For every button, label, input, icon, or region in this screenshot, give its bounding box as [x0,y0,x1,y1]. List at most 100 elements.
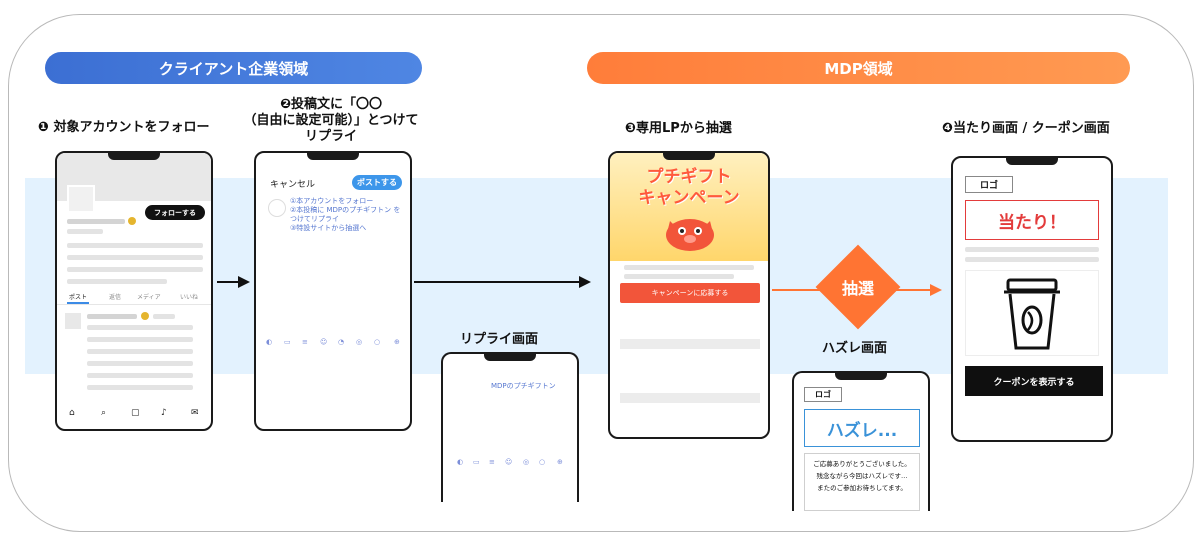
progress-icon: ○ [374,338,381,346]
flow-arrow-line [217,281,239,283]
logo-box: ロゴ [965,176,1013,193]
win-text-line [965,247,1099,252]
emoji-icon[interactable]: ☺ [505,458,513,466]
lp-text-line [624,265,754,270]
step-2-line-2: （自由に設定可能）」とつけて [243,113,419,128]
lose-message-line-3: またのご参加お待ちしてます。 [817,484,907,492]
post-line-2: ②本投稿に MDPのプチギフトン をつけてリプライ [290,206,401,223]
post-text-line [87,349,193,354]
add-icon[interactable]: ⊕ [557,458,563,466]
flow-arrow-line [414,281,580,283]
step-2-line-3: リプライ [304,129,357,144]
avatar [67,185,95,213]
coffee-cup-icon [1004,278,1060,350]
win-headline: 当たり！ [965,200,1099,240]
add-icon[interactable]: ⊕ [394,338,400,346]
bell-icon[interactable]: ♪ [161,408,167,418]
step-3-label: ❸専用LPから抽選 [625,121,732,136]
verified-badge-icon [141,312,149,320]
phone-win-screen: ロゴ 当たり！ クーポンを表示する [951,156,1113,442]
post-name-line [87,314,137,319]
step-2-line-1: ❷投稿文に「〇〇 [279,97,382,112]
post-text-line [87,385,193,390]
lose-message-box: ご応募ありがとうございました。 残念ながら今回はハズレです… またのご参加お待ち… [804,453,920,511]
lose-screen-label: ハズレ画面 [822,341,888,356]
tab-posts[interactable]: ポスト [69,294,88,301]
verified-badge-icon [128,217,136,225]
phone-lose-screen: ロゴ ハズレ... ご応募ありがとうございました。 残念ながら今回はハズレです…… [792,371,930,511]
cancel-button[interactable]: キャンセル [270,180,316,190]
step-2-label: ❷投稿文に「〇〇 （自由に設定可能）」とつけて リプライ [226,97,436,145]
lose-message-line-2: 残念ながら今回はハズレです… [816,472,908,480]
step-4-label: ❹当たり画面 / クーポン画面 [942,121,1110,136]
mdp-region-header: MDP領域 [587,52,1130,84]
client-region-header: クライアント企業領域 [45,52,422,84]
phone-notch [663,153,715,160]
active-tab-indicator [67,302,89,304]
tab-media[interactable]: メディア [137,294,161,301]
campaign-title-line-1: プチギフト [646,167,732,187]
bio-line [67,279,167,284]
reply-text[interactable]: MDPのプチギフトン [491,382,556,390]
location-icon[interactable]: ◎ [523,458,530,466]
reply-screen-label: リプライ画面 [460,332,539,347]
post-button[interactable]: ポストする [352,175,402,190]
post-text-line [87,373,193,378]
post-text-line [87,325,193,330]
phone-notch [307,153,359,160]
tab-replies[interactable]: 返信 [109,294,122,301]
lottery-arrow-head [930,284,942,296]
location-icon[interactable]: ◎ [356,338,363,346]
flow-arrow-head [579,276,591,288]
poll-icon[interactable]: ≡ [489,458,495,466]
post-body[interactable]: ①本アカウントをフォロー ②本投稿に MDPのプチギフトン をつけてリプライ ③… [290,197,402,233]
bio-line [67,267,203,272]
apply-campaign-button[interactable]: キャンペーンに応募する [620,283,760,303]
logo-box: ロゴ [804,387,842,402]
handle-line [67,229,103,234]
post-line-3: ③特設サイトから抽選へ [290,224,367,232]
phone-notch [484,354,536,361]
phone-post-compose: キャンセル ポストする ①本アカウントをフォロー ②本投稿に MDPのプチギフト… [254,151,412,431]
phone-follow: フォローする ポスト 返信 メディア いいね ⌂ ⌕ ▢ ♪ ✉ [55,151,213,431]
post-line-1: ①本アカウントをフォロー [290,197,374,205]
gif-icon[interactable]: ▭ [473,458,480,466]
bio-line [67,255,203,260]
lose-message-line-1: ご応募ありがとうございました。 [813,460,911,468]
lottery-label: 抽選 [841,279,874,298]
tab-likes[interactable]: いいね [180,294,199,301]
mail-icon[interactable]: ✉ [191,408,199,418]
post-text-line [87,361,193,366]
coupon-image-box [965,270,1099,356]
name-line [67,219,125,224]
post-avatar [65,313,81,329]
search-icon[interactable]: ⌕ [101,408,107,418]
bio-line [67,243,203,248]
show-coupon-button[interactable]: クーポンを表示する [965,366,1103,396]
campaign-title: プチギフト キャンペーン [610,167,768,209]
schedule-icon[interactable]: ◔ [338,338,345,346]
phone-notch [1006,158,1058,165]
gif-icon[interactable]: ▭ [284,338,291,346]
campaign-title-line-2: キャンペーン [638,188,740,208]
phone-landing-page: プチギフト キャンペーン キャンペーンに応募する [608,151,770,439]
lp-text-line [624,274,734,279]
tab-divider [57,304,211,305]
flow-arrow-head [238,276,250,288]
compose-icon[interactable]: ▢ [131,408,140,418]
phone-reply-screen: MDPのプチギフトン ◐ ▭ ≡ ☺ ◎ ○ ⊕ [441,352,579,502]
emoji-icon[interactable]: ☺ [320,338,328,346]
phone-notch [835,373,887,380]
lp-placeholder-block [620,339,760,349]
phone-notch [108,153,160,160]
follow-button[interactable]: フォローする [145,205,205,220]
media-icon[interactable]: ◐ [266,338,273,346]
lp-placeholder-block [620,393,760,403]
composer-avatar [268,199,286,217]
mascot-icon [666,219,714,251]
home-icon[interactable]: ⌂ [69,408,75,418]
media-icon[interactable]: ◐ [457,458,464,466]
post-text-line [87,337,193,342]
poll-icon[interactable]: ≡ [302,338,308,346]
step-1-label: ❶ 対象アカウントをフォロー [38,120,210,135]
